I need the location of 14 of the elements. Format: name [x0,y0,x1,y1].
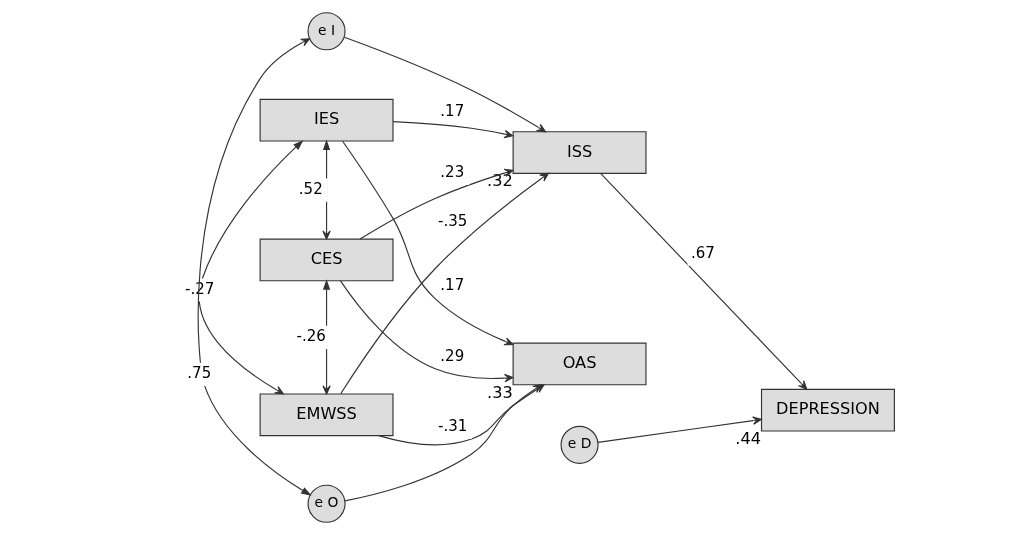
node-label: .44 [735,428,762,448]
edge-label: .67 [691,244,715,263]
edge-label: .17 [440,102,465,121]
edge-label: .52 [298,180,323,199]
node-label: .32 [487,171,513,191]
node-label: .33 [487,382,513,402]
edge-label: .23 [440,163,465,182]
edge-label: -.27 [185,279,215,298]
edge-label: .29 [440,346,465,365]
edge-label: .75 [187,364,212,383]
edge-label: -.35 [438,211,468,230]
edge-label: -.31 [438,417,468,436]
edge-label: -.26 [296,327,326,346]
edge-label: .17 [440,276,465,295]
